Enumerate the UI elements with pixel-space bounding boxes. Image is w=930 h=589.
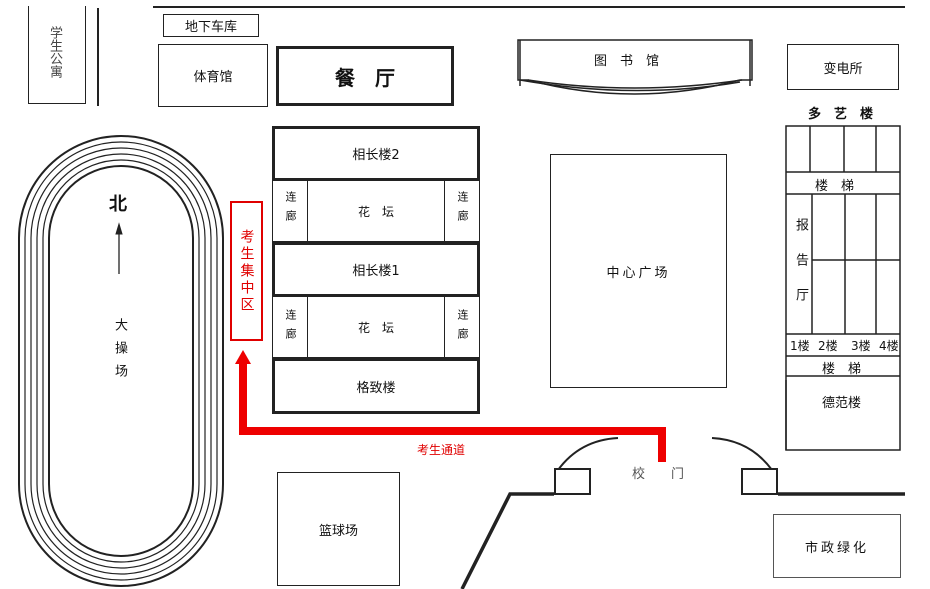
- corridor-left-2-label: 连廊: [284, 309, 297, 347]
- corridor-left-2: 连廊: [273, 297, 308, 357]
- defan-label: 德范楼: [822, 396, 862, 411]
- canteen-label: 餐 厅: [335, 65, 395, 90]
- floor-2: 2楼: [818, 339, 838, 353]
- playground-label: 大操场: [112, 318, 127, 387]
- exam-area-label: 考生集中区: [238, 228, 255, 314]
- student-apartment-label: 学生公寓: [47, 26, 62, 78]
- gezhi-label: 格致楼: [356, 380, 396, 396]
- stairs-bottom-label: 楼 梯: [822, 362, 862, 377]
- gymnasium-label: 体育馆: [193, 70, 233, 85]
- running-track: [18, 135, 224, 587]
- multi-art-grid: [785, 125, 901, 451]
- municipal-green-label: 市政绿化: [804, 540, 869, 556]
- corridor-row-2: 连廊 花 坛 连廊: [272, 296, 480, 358]
- stairs-top-label: 楼 梯: [815, 179, 855, 194]
- flower-bed-2-label: 花 坛: [357, 320, 394, 335]
- substation-label: 变电所: [823, 61, 863, 77]
- gate-pillar-right: [741, 468, 778, 495]
- corridor-row-1: 连廊 花 坛 连廊: [272, 180, 480, 242]
- report-hall-label: 报告厅: [793, 218, 808, 323]
- north-label: 北: [109, 194, 127, 215]
- exam-concentration-area: 考生集中区: [230, 201, 263, 341]
- underground-garage-label: 地下车库: [184, 20, 237, 35]
- campus-boundary: [460, 492, 905, 589]
- floor-1: 1楼: [790, 339, 810, 353]
- flower-bed-1: 花 坛: [307, 181, 445, 241]
- flower-bed-2: 花 坛: [307, 297, 445, 357]
- xiangchang-building-1: 相长楼1: [272, 242, 480, 297]
- top-road-line: [153, 6, 905, 8]
- gate-pillar-left: [554, 468, 591, 495]
- gymnasium: 体育馆: [158, 44, 268, 107]
- gezhi-building: 格致楼: [272, 358, 480, 414]
- school-gate-label: 校 门: [632, 467, 685, 482]
- xiangchang-2-label: 相长楼2: [352, 148, 400, 163]
- corridor-right-1: 连廊: [444, 181, 479, 241]
- basketball-court: 篮球场: [277, 472, 400, 586]
- gate-arcs: [557, 437, 773, 471]
- multi-art-label: 多 艺 楼: [808, 107, 874, 122]
- corridor-left-1: 连廊: [273, 181, 308, 241]
- xiangchang-1-label: 相长楼1: [352, 264, 400, 279]
- xiangchang-building-2: 相长楼2: [272, 126, 480, 181]
- apartment-wall-line: [97, 8, 99, 106]
- floor-3: 3楼: [851, 339, 871, 353]
- central-square-label: 中心广场: [606, 265, 671, 281]
- exam-path-line: [239, 360, 666, 462]
- substation: 变电所: [787, 44, 899, 90]
- canteen: 餐 厅: [276, 46, 454, 106]
- floor-4: 4楼: [879, 339, 899, 353]
- corridor-right-2-label: 连廊: [456, 309, 469, 347]
- exam-path-arrowhead: [235, 350, 251, 364]
- underground-garage: 地下车库: [163, 14, 259, 37]
- corridor-right-2: 连廊: [444, 297, 479, 357]
- central-square: 中心广场: [550, 154, 727, 388]
- flower-bed-1-label: 花 坛: [357, 204, 394, 219]
- corridor-right-1-label: 连廊: [456, 191, 469, 229]
- student-apartment: 学生公寓: [28, 6, 86, 104]
- basketball-label: 篮球场: [318, 523, 358, 539]
- library-shape: [517, 39, 753, 95]
- exam-path-label: 考生通道: [417, 443, 466, 457]
- corridor-left-1-label: 连廊: [284, 191, 297, 229]
- library-label: 图 书 馆: [594, 54, 660, 69]
- north-arrow: [115, 222, 123, 274]
- municipal-greenery: 市政绿化: [773, 514, 901, 578]
